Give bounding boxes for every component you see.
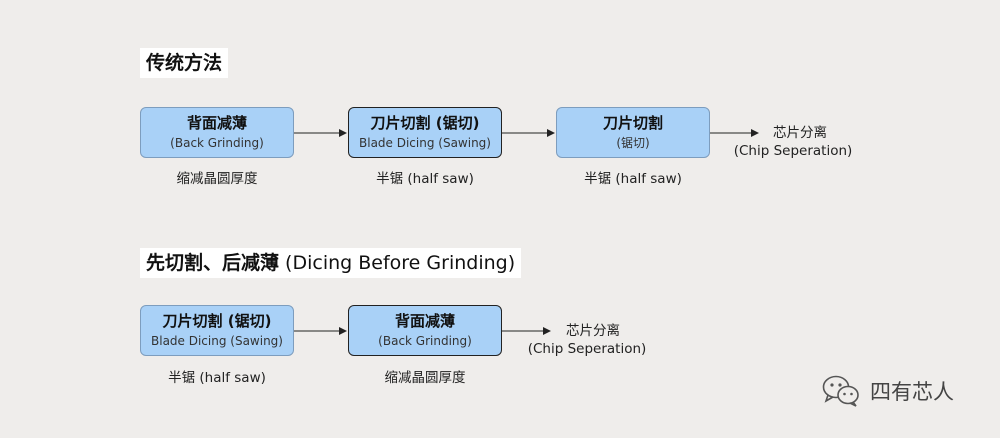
step-caption: 缩减晶圆厚度 [384,370,466,386]
step-label-en: Blade Dicing (Sawing) [151,334,283,348]
end-chip-separation-2: 芯片分离 (Chip Seperation) [522,322,652,358]
end-label-en: (Chip Seperation) [527,341,647,357]
step-label-en: (锯切) [616,136,650,150]
step-caption: 半锯 (half saw) [168,370,266,386]
wechat-icon [822,375,859,407]
step-caption: 半锯 (half saw) [376,171,474,187]
step-label-zh: 刀片切割 (锯切) [162,312,272,330]
step-back-grinding-2: 背面减薄 (Back Grinding) [348,305,502,356]
step-caption: 缩减晶圆厚度 [176,171,258,187]
section-title-traditional-text: 传统方法 [146,52,223,74]
step-label-zh: 刀片切割 (锯切) [370,114,480,132]
step-label-zh: 背面减薄 [394,312,455,330]
step-label-zh: 刀片切割 [602,114,663,132]
section-title-dbg-en: (Dicing Before Grinding) [279,252,516,274]
step-label-zh: 背面减薄 [186,114,247,132]
step-blade-dicing-3: 刀片切割 (锯切) Blade Dicing (Sawing) [140,305,294,356]
end-label-en: (Chip Seperation) [733,143,853,159]
watermark-logo: 四有芯人 [822,374,954,408]
step-blade-dicing-2: 刀片切割 (锯切) [556,107,710,158]
end-chip-separation-1: 芯片分离 (Chip Seperation) [728,124,858,160]
end-label-zh: 芯片分离 [773,125,827,141]
watermark-text: 四有芯人 [870,380,954,404]
step-label-en: (Back Grinding) [170,136,264,150]
step-caption: 半锯 (half saw) [584,171,682,187]
step-blade-dicing-1: 刀片切割 (锯切) Blade Dicing (Sawing) [348,107,502,158]
step-back-grinding-1: 背面减薄 (Back Grinding) [140,107,294,158]
step-label-en: (Back Grinding) [378,334,472,348]
section-title-traditional: 传统方法 [140,48,229,78]
step-label-en: Blade Dicing (Sawing) [359,136,491,150]
section-title-dbg: 先切割、后减薄 (Dicing Before Grinding) [140,248,522,278]
section-title-dbg-zh: 先切割、后减薄 [146,252,280,274]
end-label-zh: 芯片分离 [566,323,620,339]
